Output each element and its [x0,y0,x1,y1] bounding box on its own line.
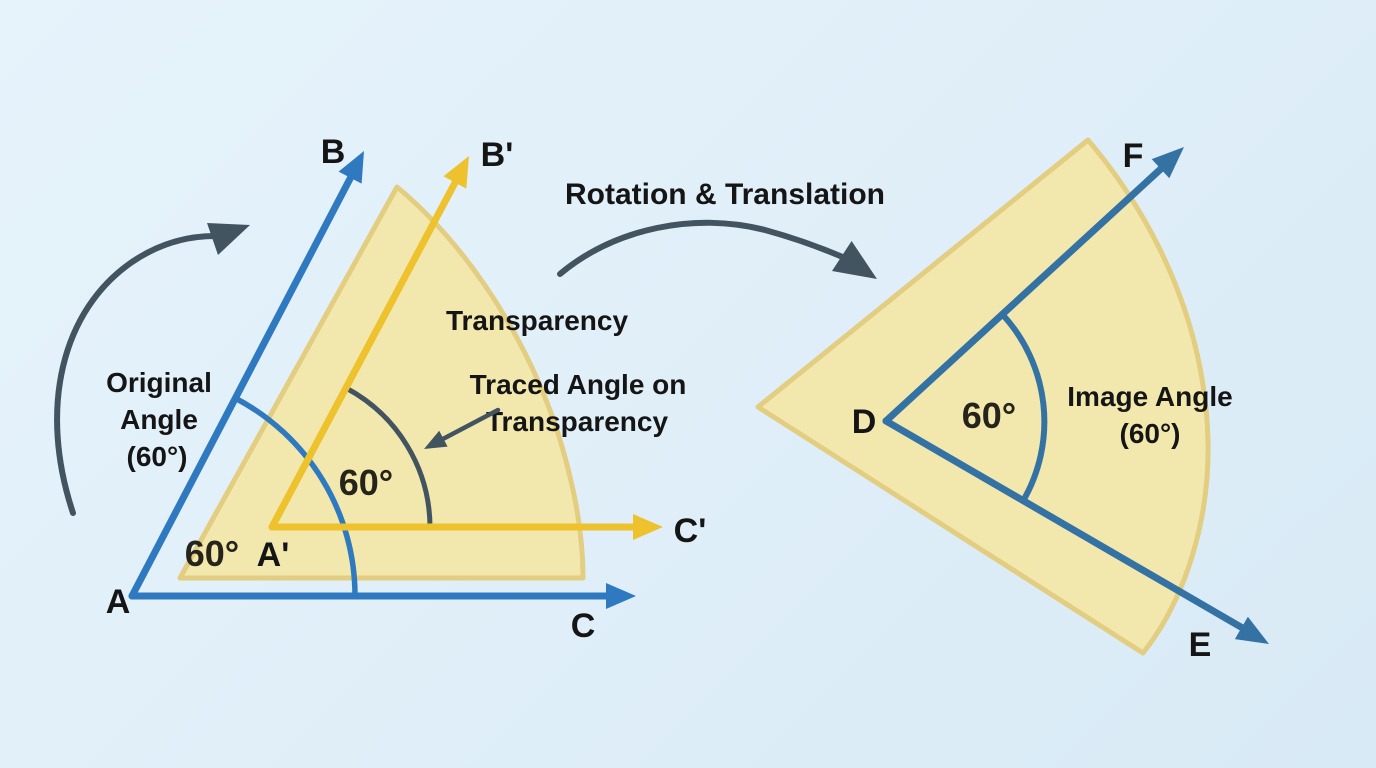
traced-angle-pointer-line [438,407,501,443]
transform-annotation: Rotation & Translation [557,178,885,279]
ray-a-c-arrowhead [606,583,636,609]
transparency-sheet-right [755,137,1211,656]
vertex-label-d: D [852,403,877,441]
traced-angle-pointer-arrowhead [424,430,448,449]
rotation-arrow-left-arrowhead [207,223,250,255]
ray-d-f-arrowhead [1151,147,1184,179]
original-angle-measure: 60° [185,533,239,574]
image-angle-measure: 60° [962,395,1016,436]
original-angle-caption-line2: Angle [120,404,198,435]
traced-angle-caption: Traced Angle on Transparency [470,369,687,437]
vertex-label-c-prime: C' [674,512,707,550]
transform-label: Rotation & Translation [565,178,885,211]
ray-aprime-bprime-arrowhead [443,156,469,189]
vertex-label-a-prime: A' [257,536,290,574]
left-figure: A B C A' B' C' 60° 60° Original Angle (6… [54,133,707,645]
traced-angle-arc [343,385,433,530]
image-angle-caption-line2: (60°) [1120,418,1181,449]
rotation-arrow-left [54,233,218,516]
ray-a-b-arrowhead [338,151,364,184]
ray-aprime-bprime [268,175,461,531]
ray-a-b [128,169,357,600]
ray-d-e-arrowhead [1234,616,1269,644]
transform-arrow-curve [557,219,848,277]
traced-angle-measure: 60° [339,462,393,503]
vertex-label-f: F [1123,137,1144,175]
original-angle-arc [232,395,358,599]
right-figure: D F E 60° Image Angle (60°) [755,137,1269,664]
traced-angle-caption-line2: Transparency [486,406,669,437]
vertex-label-b: B [321,133,346,171]
transform-arrow-arrowhead [832,241,877,279]
ray-d-f [882,162,1168,425]
vertex-label-e: E [1189,626,1212,664]
ray-d-e [882,417,1250,634]
image-angle-caption: Image Angle (60°) [1067,381,1232,449]
vertex-label-a: A [106,583,131,621]
image-angle-caption-line1: Image Angle [1067,381,1232,412]
ray-aprime-cprime-arrowhead [633,514,663,540]
original-angle-caption-line1: Original [106,367,212,398]
image-angle-arc [999,311,1048,504]
transparency-sheet-label: Transparency [446,305,629,336]
traced-angle-caption-line1: Traced Angle on [470,369,687,400]
original-angle-caption-line3: (60°) [127,441,188,472]
vertex-label-c: C [571,607,596,645]
vertex-label-b-prime: B' [481,136,514,174]
original-angle-caption: Original Angle (60°) [106,367,212,472]
